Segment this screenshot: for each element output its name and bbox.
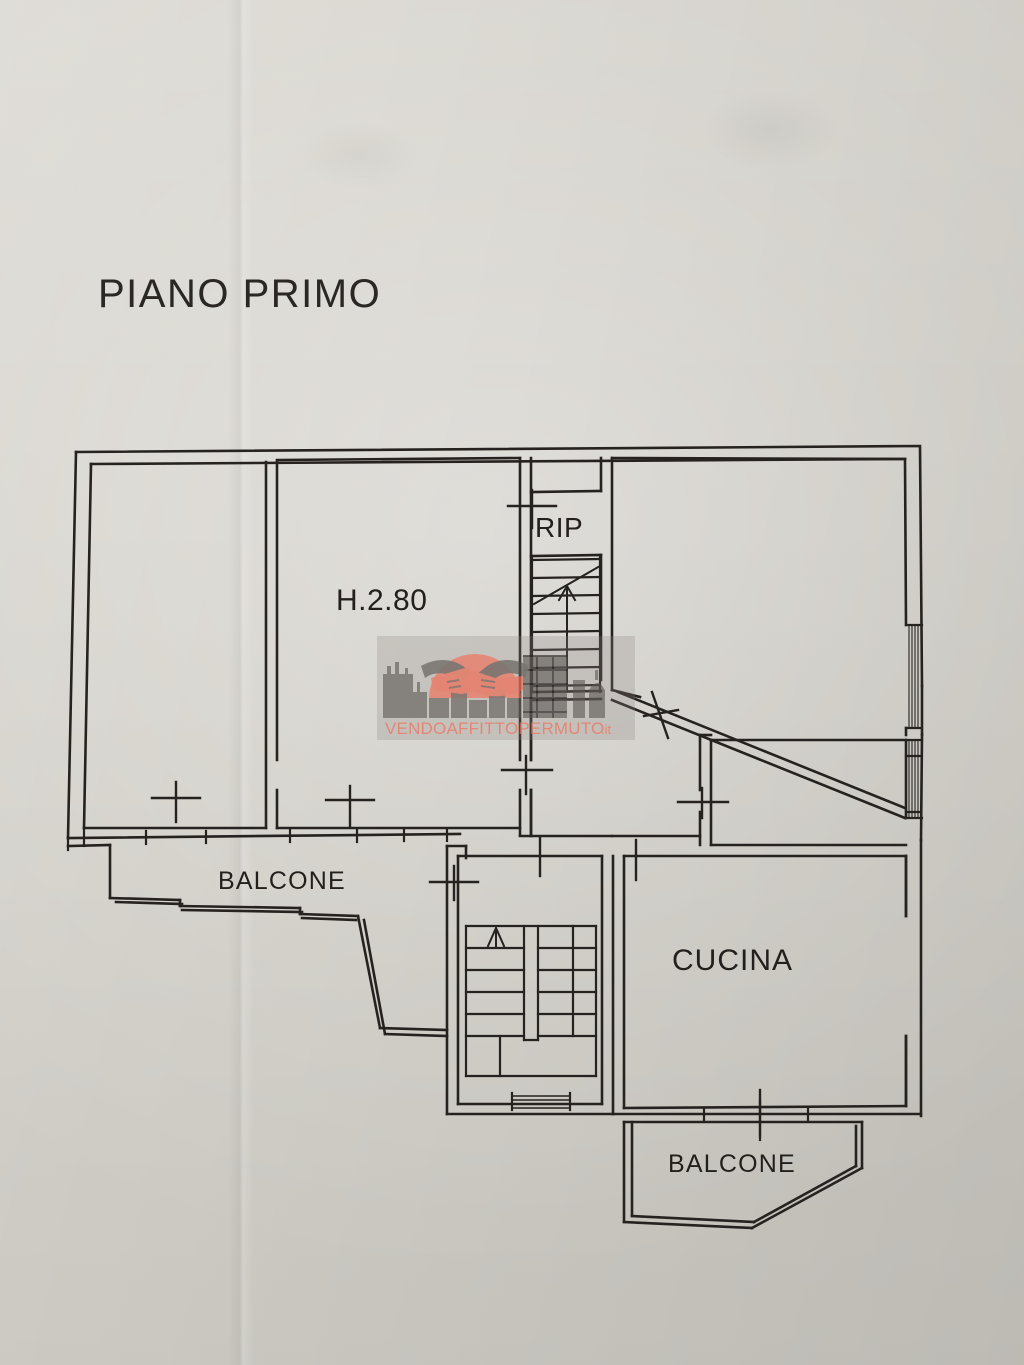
room-label-balcone-bottom: BALCONE [668,1150,796,1178]
room-left-walls [82,460,279,830]
page-title: PIANO PRIMO [98,272,382,316]
balcony-left [66,832,462,1038]
room-label-cucina: CUCINA [672,944,794,977]
window-lower-right [904,738,924,820]
room-top-right-walls [610,456,907,820]
room-label-balcone-left: BALCONE [218,867,346,895]
room-bagno-walls [698,733,908,847]
room-cucina-walls [611,854,923,1116]
balcony-bottom [622,1120,864,1230]
room-corridor-walls [518,698,702,847]
balcony-left-face-bands [66,826,449,852]
outer-wall-outer-face [66,444,924,1118]
room-label-rip: RIP [535,512,584,543]
stair-upper-landing [530,689,603,702]
stair-threshold [510,1091,572,1112]
room-label-height-note: H.2.80 [336,584,428,617]
room-center-walls [275,456,533,837]
window-upper-right [904,623,924,730]
stair-lower-enclosure [445,844,615,1116]
door-marks [150,488,762,1138]
outer-wall-inner-face [82,457,908,1108]
stair-lower-flights [464,924,598,1078]
stair-upper [530,553,602,694]
window-bagno [904,754,922,814]
